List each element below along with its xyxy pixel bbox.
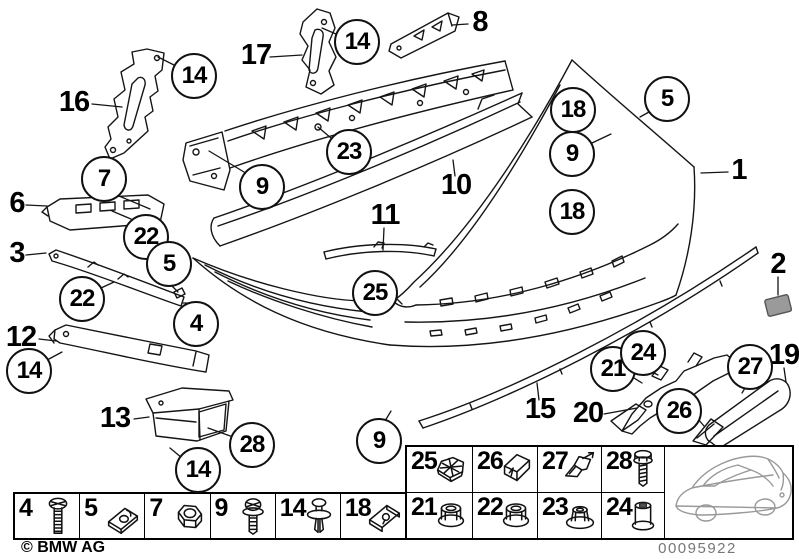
- parts-table-cell-7: 7: [145, 494, 211, 538]
- nut-flange-icon: [431, 494, 471, 536]
- nut-hex-icon: [169, 496, 209, 538]
- parts-table-cell-23: 23: [538, 492, 602, 538]
- nut-serrated-icon: [431, 448, 471, 490]
- parts-table-cell-28: 28: [602, 447, 665, 493]
- parts-table-cell-22: 22: [473, 492, 538, 538]
- parts-table-cell-number: 27: [542, 447, 569, 475]
- part-6-guide-art: [41, 194, 165, 231]
- part-11-strip-art: [323, 241, 437, 260]
- screw-washer-icon: [234, 496, 274, 538]
- part-8-support-art: [388, 12, 460, 59]
- leader-lines: [25, 23, 787, 459]
- parts-table-cell-number: 22: [477, 492, 504, 521]
- parts-table-cell-number: 9: [214, 494, 229, 522]
- parts-table-cell-14: 14: [276, 494, 341, 538]
- part-3-rail-art: [48, 249, 186, 307]
- parts-table-cell-27: 27: [538, 447, 602, 493]
- parts-table-cell-26: 26: [473, 447, 538, 493]
- part-16-bracket-art: [104, 48, 165, 160]
- parts-table-cell-5: 5: [80, 494, 146, 538]
- parts-table-cell-21: 21: [407, 492, 473, 538]
- fastener-table-left: 4 5 7 9 14 18: [13, 492, 407, 540]
- part-carrier-beam-art: [182, 60, 514, 191]
- rivet-expansion-icon: [299, 496, 339, 538]
- parts-table-cell-4: 4: [15, 494, 81, 538]
- parts-table-cell-number: 18: [344, 494, 372, 522]
- part-13-bracket-art: [145, 387, 234, 442]
- parts-table-cell-number: 7: [149, 494, 163, 522]
- copyright-text: © BMW AG: [21, 539, 106, 556]
- document-number: 00095922: [658, 540, 737, 557]
- car-icon: [675, 455, 792, 522]
- parts-table-cell-number: 28: [606, 447, 633, 475]
- part-19-20-21-bracket-art: [610, 352, 791, 448]
- part-17-bracket-art: [299, 8, 337, 95]
- parts-table-cell-number: 21: [411, 492, 438, 521]
- screw-hex-icon: [623, 448, 663, 490]
- parts-table-cell-number: 25: [411, 447, 438, 475]
- parts-table-cell-number: 4: [19, 494, 33, 522]
- parts-table-cell-number: 26: [477, 447, 504, 475]
- clip-keyhole-icon: [364, 496, 404, 538]
- part-1-bumper-cover-art: [192, 59, 696, 348]
- parts-table-cell-number: 24: [606, 492, 633, 521]
- nut-expanding-icon: [623, 494, 663, 536]
- parts-table-cell-18: 18: [341, 494, 405, 538]
- car-location-thumbnail: [665, 447, 792, 538]
- fastener-table-right: 25 26 27 28 21 22 23 24: [405, 445, 794, 540]
- part-15-trim-strip-art: [418, 246, 759, 429]
- parts-table-cell-9: 9: [211, 494, 276, 538]
- clip-channel-icon: [496, 448, 536, 490]
- parts-table-cell-number: 23: [542, 492, 569, 521]
- part-10-absorber-art: [210, 92, 533, 247]
- parts-table-cell-25: 25: [407, 447, 473, 493]
- clip-speed-icon: [103, 496, 143, 538]
- parts-table-cell-number: 5: [84, 494, 98, 522]
- parts-table-cell-number: 14: [279, 494, 307, 522]
- part-2-pad-art: [764, 294, 793, 317]
- nut-washer-base-icon: [560, 494, 600, 536]
- parts-table-cell-24: 24: [602, 492, 665, 538]
- nut-flange-icon: [496, 494, 536, 536]
- clip-spring-icon: [560, 448, 600, 490]
- screw-pan-icon: [38, 496, 78, 538]
- part-12-rail-art: [48, 324, 210, 373]
